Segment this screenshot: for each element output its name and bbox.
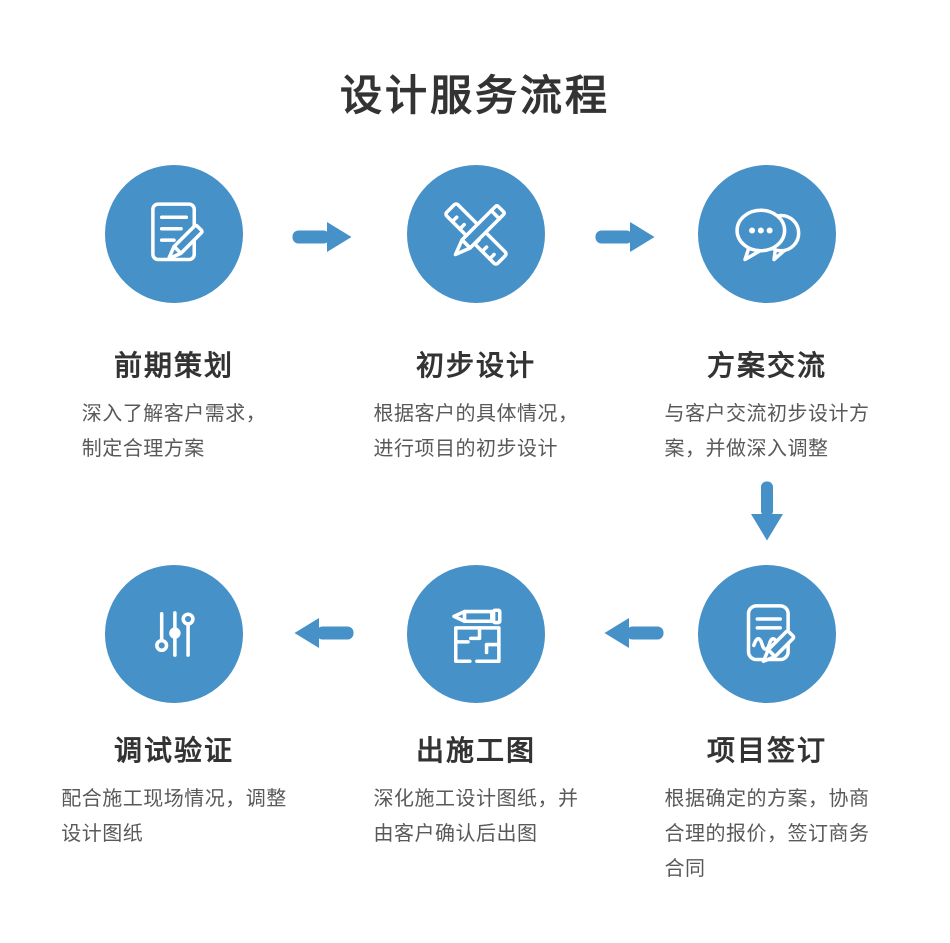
- arrow-right-icon: [595, 221, 655, 253]
- arrow-down-icon: [750, 481, 784, 541]
- ruler-pencil-icon: [432, 190, 520, 278]
- step-project-signing: 项目签订 根据确定的方案，协商 合理的报价，签订商务 合同: [607, 565, 927, 887]
- step-description: 根据客户的具体情况， 进行项目的初步设计: [373, 403, 579, 460]
- step-title: 项目签订: [706, 735, 827, 766]
- step-circle: [105, 165, 243, 303]
- step-description: 配合施工现场情况，调整 设计图纸: [61, 788, 287, 845]
- step-title: 前期策划: [113, 350, 234, 381]
- step-title: 初步设计: [415, 350, 536, 381]
- step-preliminary-design: 初步设计 根据客户的具体情况， 进行项目的初步设计: [316, 165, 636, 467]
- step-early-planning: 前期策划 深入了解客户需求， 制定合理方案: [14, 165, 334, 467]
- page-title: 设计服务流程: [339, 72, 610, 119]
- document-pencil-icon: [130, 190, 218, 278]
- step-description: 根据确定的方案，协商 合理的报价，签订商务 合同: [664, 788, 870, 880]
- arrow-right-icon: [292, 221, 352, 253]
- step-circle: [407, 565, 545, 703]
- step-construction-drawings: 出施工图 深化施工设计图纸，并 由客户确认后出图: [316, 565, 636, 852]
- contract-signing-icon: [723, 590, 811, 678]
- step-circle: [407, 165, 545, 303]
- blueprint-pencil-icon: [432, 590, 520, 678]
- step-title: 方案交流: [706, 350, 827, 381]
- sliders-icon: [130, 590, 218, 678]
- step-description: 深入了解客户需求， 制定合理方案: [81, 403, 267, 460]
- step-debug-verification: 调试验证 配合施工现场情况，调整 设计图纸: [14, 565, 334, 852]
- step-proposal-discussion: 方案交流 与客户交流初步设计方 案，并做深入调整: [607, 165, 927, 467]
- step-circle: [698, 165, 836, 303]
- arrow-left-icon: [604, 617, 664, 649]
- arrow-left-icon: [294, 617, 354, 649]
- step-description: 深化施工设计图纸，并 由客户确认后出图: [373, 788, 579, 845]
- step-title: 调试验证: [113, 735, 234, 766]
- step-circle: [698, 565, 836, 703]
- step-title: 出施工图: [415, 735, 536, 766]
- step-circle: [105, 565, 243, 703]
- step-description: 与客户交流初步设计方 案，并做深入调整: [664, 403, 870, 460]
- chat-bubbles-icon: [723, 190, 811, 278]
